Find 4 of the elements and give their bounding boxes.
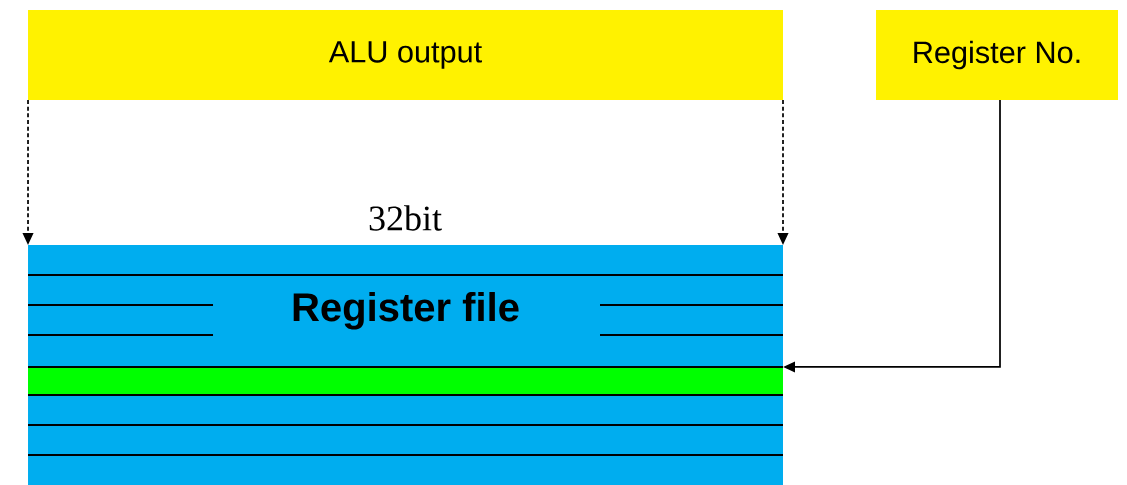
- register-file: Register file: [27, 245, 784, 485]
- output-bar: ALU output: [28, 10, 783, 100]
- dimension-label: 32bit: [369, 205, 442, 231]
- register-number-box: Register No.: [876, 10, 1118, 100]
